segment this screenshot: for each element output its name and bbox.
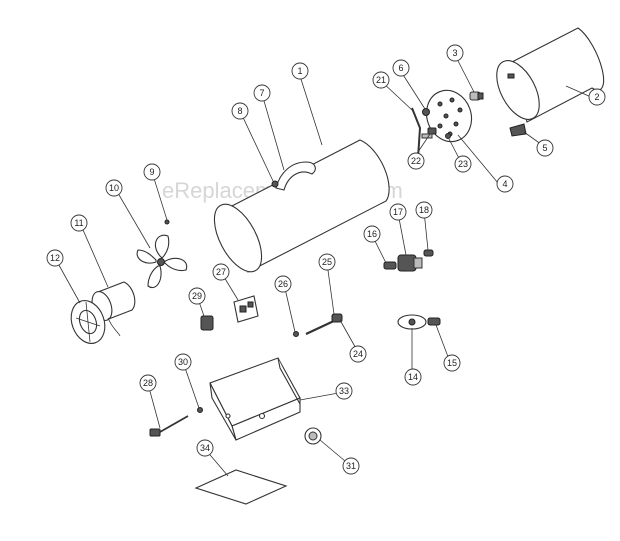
- part-regulator-fitting: [427, 317, 441, 326]
- svg-text:12: 12: [50, 253, 60, 263]
- callout-15: 15: [443, 354, 461, 372]
- svg-text:23: 23: [458, 159, 468, 169]
- part-fan-blade: [136, 234, 188, 288]
- part-valve-fitting-right: [423, 249, 434, 257]
- callout-2: 2: [588, 88, 606, 106]
- part-base-housing: [209, 357, 301, 441]
- callout-1: 1: [291, 62, 309, 80]
- svg-text:18: 18: [419, 205, 429, 215]
- svg-text:16: 16: [367, 229, 377, 239]
- svg-text:7: 7: [259, 88, 264, 98]
- svg-text:25: 25: [322, 257, 332, 267]
- svg-text:1: 1: [297, 66, 302, 76]
- callout-25: 25: [318, 253, 336, 271]
- svg-text:5: 5: [542, 143, 547, 153]
- svg-text:9: 9: [149, 167, 154, 177]
- part-switch: [200, 315, 214, 331]
- callout-12: 12: [46, 249, 64, 267]
- callout-3: 3: [446, 44, 464, 62]
- leader-lines: [54, 54, 592, 477]
- part-outer-shell: [213, 139, 390, 273]
- part-knob: [304, 427, 322, 445]
- svg-text:27: 27: [216, 267, 226, 277]
- callout-28: 28: [139, 374, 157, 392]
- callout-26: 26: [274, 275, 292, 293]
- part-clip: [509, 123, 527, 137]
- callout-17: 17: [389, 203, 407, 221]
- svg-text:34: 34: [200, 443, 210, 453]
- callout-34: 34: [196, 439, 214, 457]
- svg-text:33: 33: [339, 386, 349, 396]
- svg-text:8: 8: [237, 106, 242, 116]
- svg-text:22: 22: [411, 156, 421, 166]
- part-power-cord: [149, 415, 189, 437]
- svg-text:3: 3: [452, 48, 457, 58]
- callout-9: 9: [143, 163, 161, 181]
- svg-text:24: 24: [353, 349, 363, 359]
- callout-16: 16: [363, 225, 381, 243]
- part-fitting: [422, 108, 430, 116]
- callout-7: 7: [253, 84, 271, 102]
- part-control-board: [233, 295, 259, 323]
- callout-24: 24: [349, 345, 367, 363]
- callout-5: 5: [536, 139, 554, 157]
- svg-text:15: 15: [447, 358, 457, 368]
- callout-11: 11: [70, 214, 88, 232]
- part-electrode: [445, 133, 451, 139]
- part-nozzle: [469, 91, 484, 101]
- part-handle: [275, 161, 316, 191]
- svg-text:17: 17: [393, 207, 403, 217]
- callout-14: 14: [404, 368, 422, 386]
- svg-text:4: 4: [502, 179, 507, 189]
- part-pressure-fitting: [305, 313, 343, 335]
- part-nut: [164, 219, 170, 225]
- callout-29: 29: [188, 287, 206, 305]
- callout-23: 23: [454, 155, 472, 173]
- callout-31: 31: [342, 457, 360, 475]
- callout-27: 27: [212, 263, 230, 281]
- svg-text:14: 14: [408, 372, 418, 382]
- part-spark-plug: [421, 127, 437, 139]
- part-handle-screw: [271, 180, 279, 188]
- svg-text:29: 29: [192, 291, 202, 301]
- svg-text:11: 11: [74, 218, 83, 228]
- part-motor-mount: [70, 300, 106, 344]
- svg-text:28: 28: [143, 378, 153, 388]
- svg-text:31: 31: [346, 461, 356, 471]
- svg-text:30: 30: [178, 357, 188, 367]
- callout-10: 10: [105, 179, 123, 197]
- part-bottom-plate: [194, 469, 288, 505]
- part-rear-shell: [496, 27, 605, 123]
- part-burner-head: [425, 89, 473, 143]
- svg-text:21: 21: [376, 75, 386, 85]
- part-screw: [293, 331, 299, 337]
- part-valve-fitting-left: [383, 261, 397, 270]
- callout-4: 4: [496, 175, 514, 193]
- callout-6: 6: [392, 59, 410, 77]
- callout-18: 18: [415, 201, 433, 219]
- callout-21: 21: [372, 71, 390, 89]
- svg-text:2: 2: [594, 92, 599, 102]
- callout-22: 22: [407, 152, 425, 170]
- svg-text:26: 26: [278, 279, 288, 289]
- svg-text:6: 6: [398, 63, 403, 73]
- part-valve: [397, 254, 423, 272]
- part-box-screw: [197, 407, 203, 413]
- callout-30: 30: [174, 353, 192, 371]
- part-regulator: [397, 314, 427, 330]
- callout-33: 33: [335, 382, 353, 400]
- svg-text:10: 10: [109, 183, 119, 193]
- callout-8: 8: [231, 102, 249, 120]
